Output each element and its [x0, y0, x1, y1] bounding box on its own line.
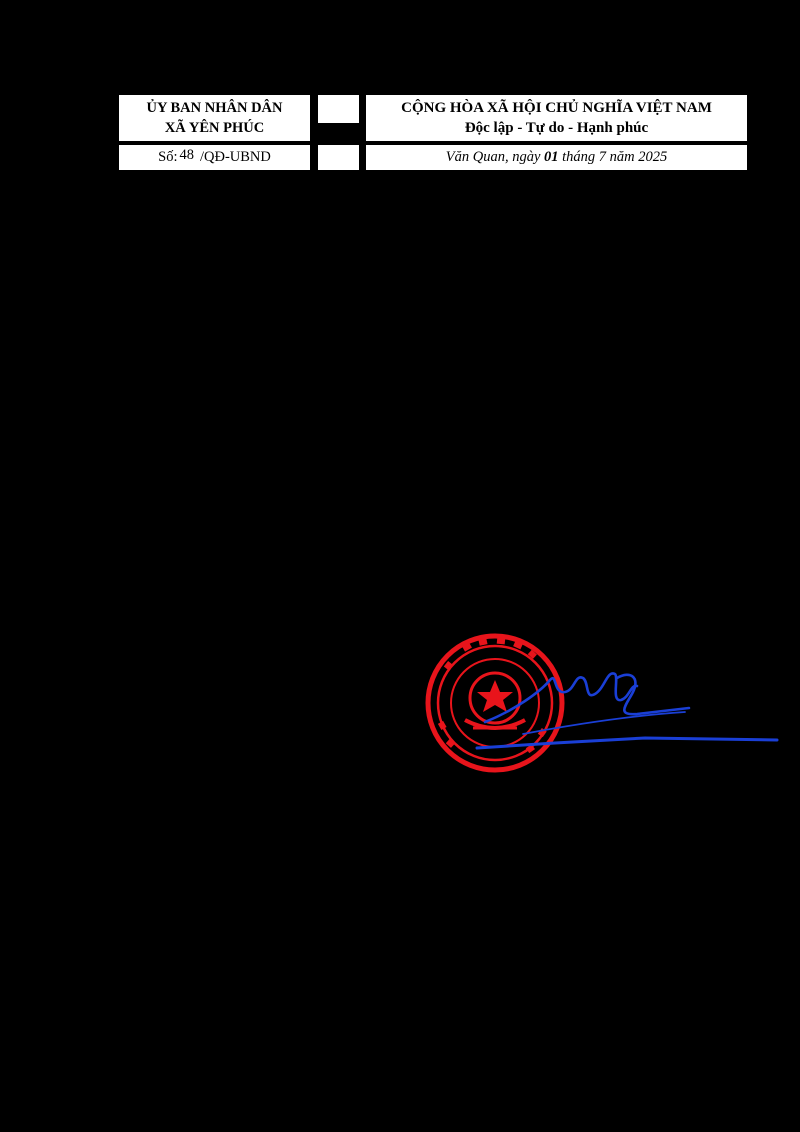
national-motto: Độc lập - Tự do - Hạnh phúc — [464, 120, 649, 136]
document-number-prefix: Số: — [158, 149, 178, 165]
national-emblem-seal-icon — [425, 633, 565, 773]
date-month-year: tháng 7 năm 2025 — [562, 149, 668, 165]
header-spacer-bottom — [318, 145, 359, 170]
country-name: CỘNG HÒA XÃ HỘI CHỦ NGHĨA VIỆT NAM — [401, 100, 712, 116]
handwritten-signature-icon — [475, 672, 779, 750]
header-spacer-top — [318, 95, 359, 123]
document-number: Số:48/QĐ-UBND — [119, 145, 310, 170]
agency-name-line1: ỦY BAN NHÂN DÂN — [146, 100, 283, 116]
document-number-suffix: /QĐ-UBND — [199, 149, 271, 165]
date-day: 01 — [544, 149, 559, 165]
document-number-value: 48 — [179, 147, 194, 163]
agency-name-line2: XÃ YÊN PHÚC — [164, 120, 265, 136]
issuing-agency-block: ỦY BAN NHÂN DÂN XÃ YÊN PHÚC — [119, 95, 310, 141]
seal-and-signature — [425, 633, 779, 773]
national-motto-block: CỘNG HÒA XÃ HỘI CHỦ NGHĨA VIỆT NAM Độc l… — [366, 95, 747, 141]
document-date: Văn Quan, ngày 01 tháng 7 năm 2025 — [366, 145, 747, 170]
date-place: Văn Quan, ngày — [445, 149, 541, 165]
